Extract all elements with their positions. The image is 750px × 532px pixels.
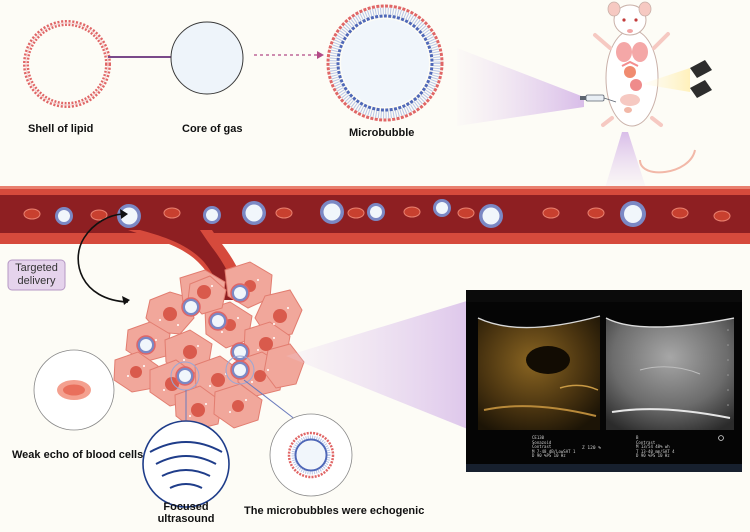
ultrasound-beam-top [457, 48, 584, 126]
ultrasound-image [466, 290, 742, 472]
echogenic-label: The microbubbles were echogenic [244, 505, 424, 517]
microbubble-label: Microbubble [349, 127, 414, 139]
core-of-gas-label: Core of gas [182, 123, 243, 135]
focused-ultrasound-line-2: ultrasound [155, 513, 217, 525]
shell-of-lipid-label: Shell of lipid [28, 123, 93, 135]
focused-ultrasound-circle [143, 421, 229, 507]
dashed-arrow-icon [254, 51, 324, 59]
weak-echo-label: Weak echo of blood cells [12, 449, 143, 461]
targeted-delivery-line-2: delivery [8, 275, 65, 288]
lipid-shell-icon [26, 23, 108, 105]
targeted-delivery-line-1: Targeted [8, 262, 65, 275]
ultrasound-left-readout: CE130 Sonazoid Contrast M 7-48 dB/LowSAT… [532, 436, 575, 459]
ultrasound-beam-right [286, 300, 470, 430]
ultrasound-right-readout: B Contrast M 13/54 48% wh T 13-40 mm/SAT… [636, 436, 675, 459]
targeted-delivery-label: Targeted delivery [8, 262, 65, 288]
focused-ultrasound-label: Focused ultrasound [155, 501, 217, 525]
light-source-icon [690, 60, 712, 98]
microbubble-icon [328, 6, 442, 120]
echogenic-microbubble-circle [270, 414, 352, 496]
readout-line: D 90 %PS 10 Hz [636, 454, 675, 459]
readout-line: D 90 %PS 10 Hz [532, 454, 575, 459]
gas-core-icon [171, 22, 243, 94]
weak-echo-circle [34, 350, 114, 430]
ultrasound-zoom-readout: Z 120 % [582, 446, 601, 451]
focused-ultrasound-line-1: Focused [155, 501, 217, 513]
